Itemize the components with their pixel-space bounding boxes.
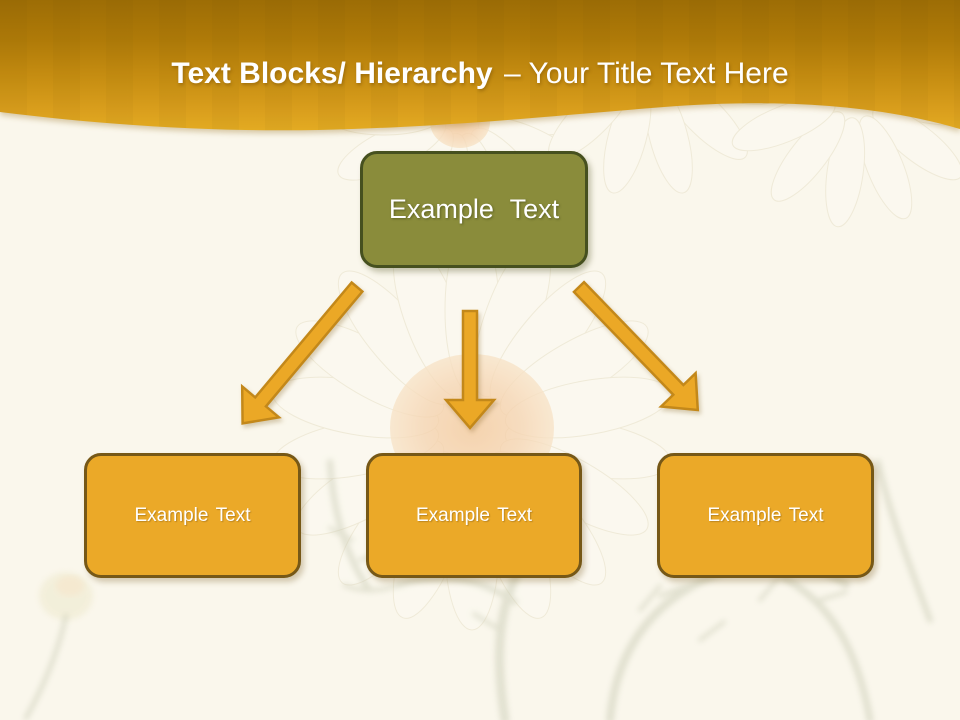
slide-title-placeholder-text: – Your Title Text Here [504, 57, 789, 90]
flower-bud [39, 572, 93, 620]
child-text-block-3-label: Example Text [707, 504, 824, 526]
child-text-block-1-label: Example Text [134, 504, 251, 526]
child-text-block-1[interactable]: Example Text [84, 453, 301, 578]
header-band [0, 0, 960, 131]
slide-title[interactable]: Text Blocks/ Hierarchy – Your Title Text… [0, 44, 960, 104]
root-text-block[interactable]: Example Text [360, 151, 588, 268]
daisy-petal [858, 115, 913, 220]
daisy-petal [770, 111, 846, 202]
root-text-block-label: Example Text [388, 194, 560, 224]
slide-title-bold-text: Text Blocks/ Hierarchy [171, 57, 493, 90]
child-text-block-2-label: Example Text [416, 504, 532, 526]
child-text-block-2[interactable]: Example Text [366, 453, 582, 578]
down-arrow[interactable] [443, 309, 497, 430]
down-left-arrow[interactable] [224, 272, 375, 439]
child-text-block-3[interactable]: Example Text [657, 453, 874, 578]
down-right-arrow[interactable] [562, 270, 715, 426]
